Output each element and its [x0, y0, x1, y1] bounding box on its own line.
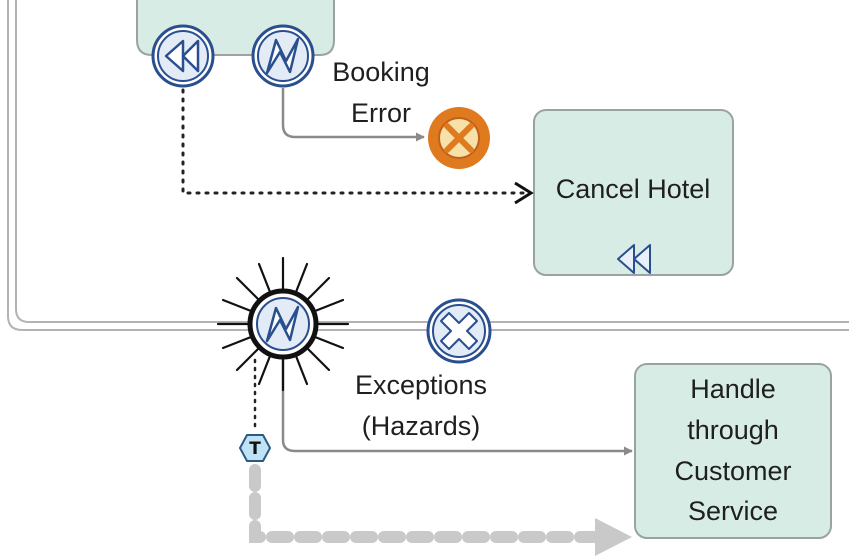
booking-error-line2: Error: [351, 98, 411, 128]
highlighted-error-boundary-icon[interactable]: [216, 256, 350, 392]
task-handle-line2: through: [687, 415, 779, 445]
booking-error-line1: Booking: [332, 57, 430, 87]
cancel-end-icon[interactable]: [428, 107, 490, 169]
task-cancel-hotel-label: Cancel Hotel: [556, 174, 711, 204]
flow-booking-error: [281, 88, 425, 142]
compensation-association: [181, 88, 534, 205]
compensation-boundary-icon[interactable]: [151, 24, 215, 88]
task-handle-customer-service[interactable]: Handle through Customer Service: [634, 363, 832, 539]
task-handle-line1: Handle: [690, 374, 776, 404]
cancel-boundary-icon[interactable]: [426, 298, 492, 364]
task-handle-line3: Customer: [674, 456, 791, 486]
timer-hexagon-icon[interactable]: T: [239, 434, 271, 462]
exceptions-line1: Exceptions: [355, 370, 487, 400]
flow-exceptions: [281, 350, 633, 456]
exceptions-line2: (Hazards): [362, 411, 481, 441]
compensation-marker-icon: [617, 244, 651, 274]
transaction-subprocess-border: [7, 0, 849, 331]
booking-error-label: Booking Error: [332, 57, 430, 128]
task-handle-line4: Service: [688, 496, 778, 526]
error-boundary-icon[interactable]: [251, 24, 315, 88]
dashed-timer-flow: [249, 464, 632, 556]
task-cancel-hotel[interactable]: Cancel Hotel: [533, 109, 734, 276]
timer-hexagon-text: T: [249, 439, 261, 459]
exceptions-label: Exceptions (Hazards): [355, 370, 487, 441]
